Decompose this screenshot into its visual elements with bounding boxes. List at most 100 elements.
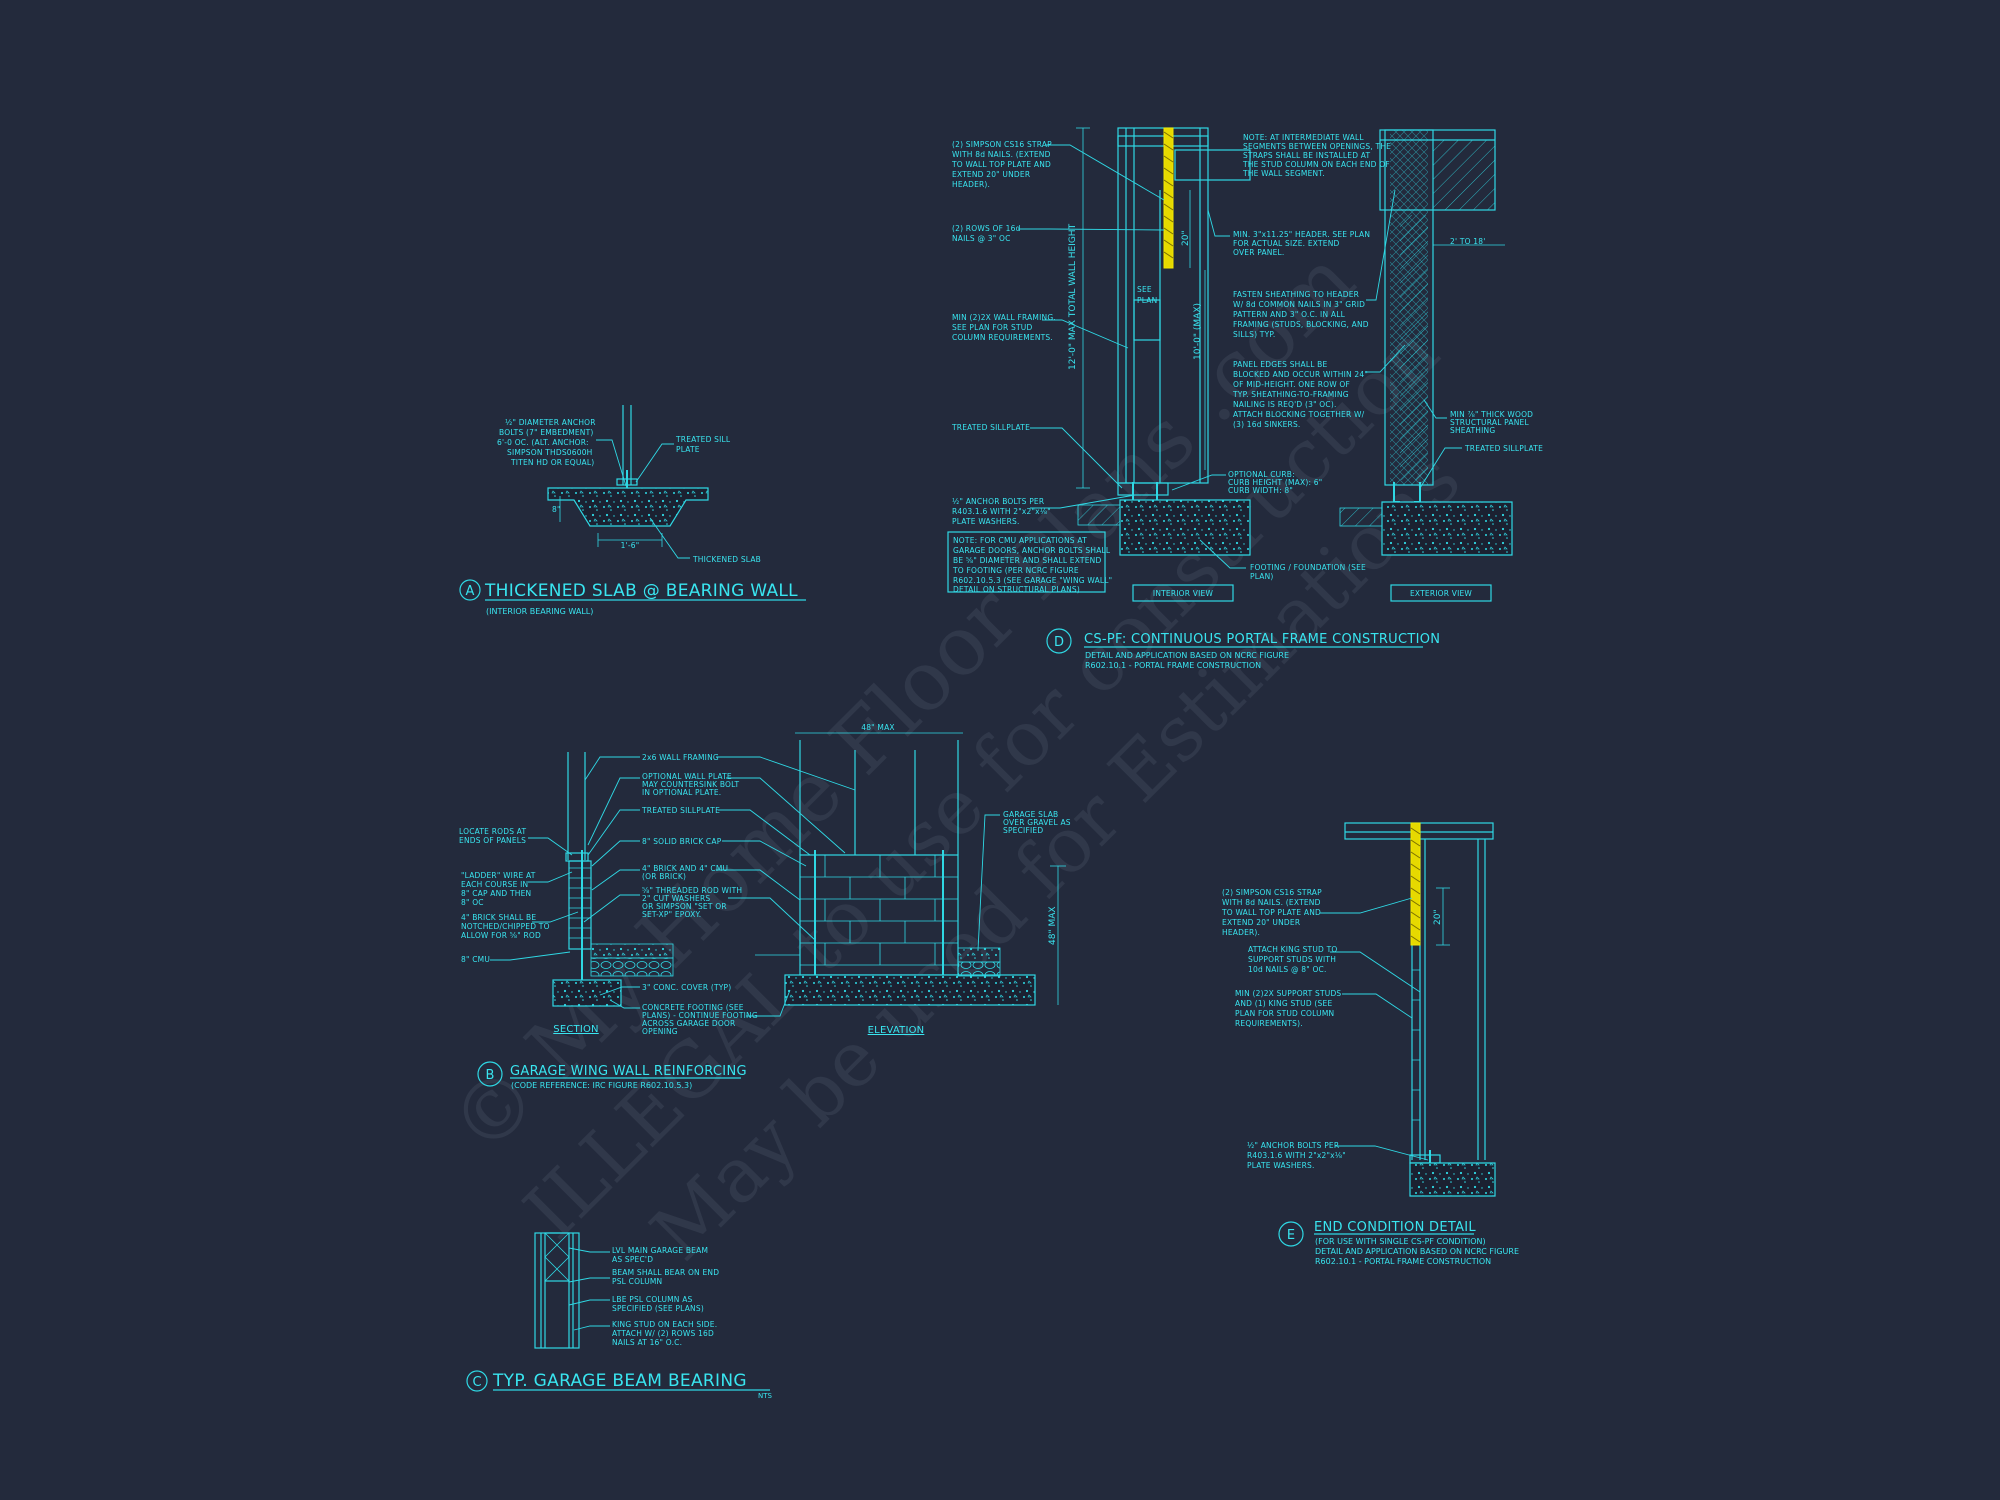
b-note: OVER GRAVEL AS <box>1003 818 1071 827</box>
b-note: CONCRETE FOOTING (SEE <box>642 1003 744 1012</box>
d-subtitle: R602.10.1 - PORTAL FRAME CONSTRUCTION <box>1085 661 1261 670</box>
d-leader <box>1207 209 1230 237</box>
d-see-plan: SEE <box>1137 285 1152 294</box>
d-interior-view-label: INTERIOR VIEW <box>1153 589 1214 598</box>
b-dim-top: 48" MAX <box>861 723 895 732</box>
d-leader <box>1419 447 1462 489</box>
d-dim-span: 2' TO 18' <box>1450 237 1486 246</box>
d-note: GARAGE DOORS, ANCHOR BOLTS SHALL <box>953 546 1111 555</box>
d-note: THE STUD COLUMN ON EACH END OF <box>1242 160 1390 169</box>
d-note: TYP. SHEATHING-TO-FRAMING <box>1232 390 1349 399</box>
e-note: SUPPORT STUDS WITH <box>1248 955 1336 964</box>
a-leader <box>596 439 627 487</box>
b-leader <box>726 777 846 854</box>
d-note: ATTACH BLOCKING TOGETHER W/ <box>1233 410 1365 419</box>
b-leader <box>591 840 640 867</box>
d-int-slab-edge <box>1077 504 1121 526</box>
b-leader <box>532 911 579 923</box>
b-detail-bubble <box>477 1061 503 1087</box>
b-note: ACROSS GARAGE DOOR <box>642 1019 735 1028</box>
d-note: MIN (2)2X WALL FRAMING. <box>952 313 1056 322</box>
d-note: THE WALL SEGMENT. <box>1242 169 1325 178</box>
a-note-sill: PLATE <box>676 445 700 454</box>
d-note: NAILS @ 3" OC <box>952 234 1011 243</box>
b-title: GARAGE WING WALL REINFORCING <box>510 1064 747 1079</box>
d-top-plate <box>1117 135 1209 147</box>
d-interior-view-box <box>1132 584 1234 602</box>
d-leader <box>1018 228 1165 231</box>
d-note: OF MID-HEIGHT. ONE ROW OF <box>1233 380 1350 389</box>
d-note: NAILING IS REQ'D (3" OC). <box>1233 400 1337 409</box>
d-dim-strap: 20" <box>1181 230 1191 246</box>
d-note: TO WALL TOP PLATE AND <box>951 160 1051 169</box>
d-int-footing-fill <box>1120 500 1250 555</box>
d-note: R403.1.6 WITH 2"x2"x⅛" <box>952 507 1051 516</box>
d-note: TREATED SILLPLATE <box>951 423 1030 432</box>
b-leader <box>587 777 640 846</box>
b-note: PLANS) - CONTINUE FOOTING <box>642 1011 758 1020</box>
d-note: FASTEN SHEATHING TO HEADER <box>1233 290 1359 299</box>
c-beam-cross <box>544 1232 570 1282</box>
d-dim-total: 12'-0" MAX TOTAL WALL HEIGHT <box>1068 223 1078 370</box>
b-subtitle: (CODE REFERENCE: IRC FIGURE R602.10.5.3) <box>511 1081 692 1090</box>
a-detail-bubble <box>459 579 481 601</box>
d-note: MIN ⅞" THICK WOOD <box>1450 410 1533 419</box>
e-note: ½" ANCHOR BOLTS PER <box>1247 1141 1339 1150</box>
a-dim-depth: 8" <box>552 505 561 514</box>
d-note: PLATE WASHERS. <box>952 517 1020 526</box>
b-leader <box>591 869 640 891</box>
b-elev-gravel <box>957 961 1001 977</box>
b-sec-gravel <box>590 957 674 977</box>
d-leader <box>1423 399 1447 419</box>
b-elev-headjoints <box>824 855 936 965</box>
b-leader <box>718 809 811 856</box>
c-note: LVL MAIN GARAGE BEAM <box>612 1246 708 1255</box>
d-leader <box>1030 427 1123 489</box>
d-header <box>1174 149 1251 181</box>
d-note: STRUCTURAL PANEL <box>1450 418 1529 427</box>
b-note: 2x6 WALL FRAMING <box>642 753 719 762</box>
e-note: HEADER). <box>1222 928 1260 937</box>
d-note: R602.10.5.3 (SEE GARAGE "WING WALL" <box>953 576 1112 585</box>
d-note: EXTEND 20" UNDER <box>952 170 1030 179</box>
b-note: 8" CAP AND THEN <box>461 889 531 898</box>
b-note: SPECIFIED <box>1003 826 1043 835</box>
c-note: BEAM SHALL BEAR ON END <box>612 1268 719 1277</box>
b-section-label: SECTION <box>553 1024 598 1035</box>
e-note: R403.1.6 WITH 2"x2"x⅛" <box>1247 1151 1346 1160</box>
e-subtitle: DETAIL AND APPLICATION BASED ON NCRC FIG… <box>1315 1247 1519 1256</box>
e-detail-bubble <box>1278 1221 1304 1247</box>
e-note: (2) SIMPSON CS16 STRAP <box>1222 888 1322 897</box>
d-leader <box>1199 539 1246 569</box>
b-note: SET-XP" EPOXY. <box>642 910 701 919</box>
d-title: CS-PF: CONTINUOUS PORTAL FRAME CONSTRUCT… <box>1084 632 1440 647</box>
c-leader <box>568 1299 610 1306</box>
d-note: NOTE: AT INTERMEDIATE WALL <box>1243 133 1364 142</box>
b-leader <box>728 897 816 941</box>
b-leader <box>528 871 573 883</box>
e-note: ATTACH KING STUD TO <box>1248 945 1337 954</box>
b-elev-slab <box>957 947 1001 963</box>
detail-b-garage-wing-wall: SECTION 48" MAX 48" MAX ELEVATION LOCATE… <box>459 723 1071 1090</box>
detail-c-garage-beam: LVL MAIN GARAGE BEAM AS SPEC'D BEAM SHAL… <box>466 1232 773 1400</box>
d-note: SEE PLAN FOR STUD <box>952 323 1032 332</box>
c-detail-bubble <box>466 1370 488 1392</box>
b-note: OPENING <box>642 1027 678 1036</box>
d-note: TO FOOTING (PER NCRC FIGURE <box>952 566 1079 575</box>
e-note: EXTEND 20" UNDER <box>1222 918 1300 927</box>
b-leader <box>490 951 571 961</box>
d-note: SILLS) TYP. <box>1233 330 1276 339</box>
d-note: SHEATHING <box>1450 426 1495 435</box>
a-note-anchor: ½" DIAMETER ANCHOR <box>505 418 596 427</box>
d-note: BE ⅝" DIAMETER AND SHALL EXTEND <box>953 556 1101 565</box>
d-subtitle: DETAIL AND APPLICATION BASED ON NCRC FIG… <box>1085 651 1289 660</box>
a-slab-fill <box>548 488 708 526</box>
b-note: IN OPTIONAL PLATE. <box>642 788 721 797</box>
b-note: OR SIMPSON "SET OR <box>642 902 727 911</box>
a-note-anchor: 6'-0 OC. (ALT. ANCHOR: <box>497 438 589 447</box>
d-strap-nails <box>1163 131 1174 259</box>
b-sec-courses <box>569 867 591 939</box>
e-leader <box>1335 1145 1429 1161</box>
b-leader <box>722 840 807 867</box>
